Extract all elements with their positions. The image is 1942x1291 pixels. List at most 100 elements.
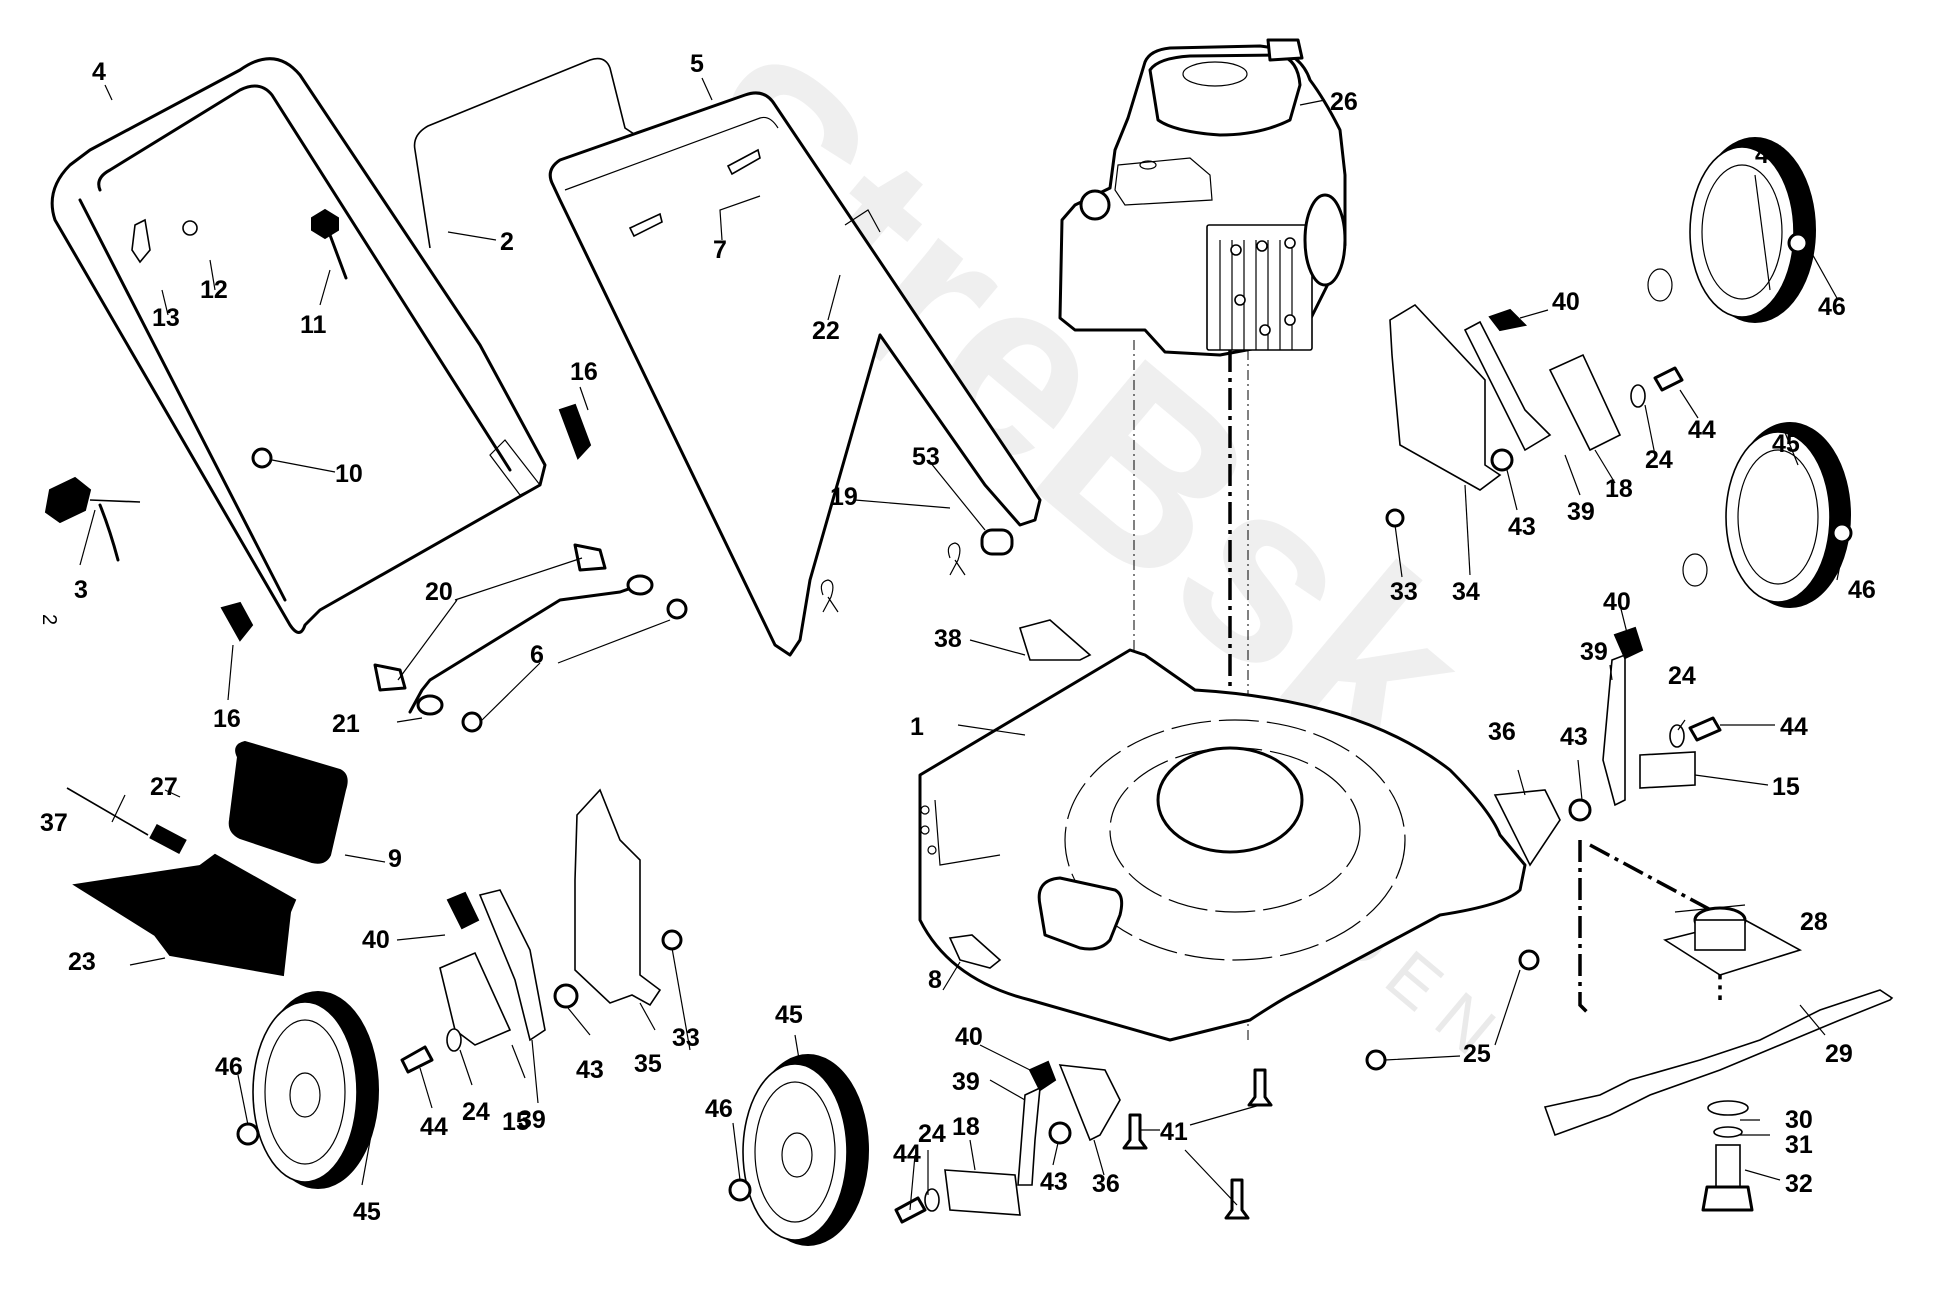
wheel-nut-46-rrb[interactable] (1831, 522, 1853, 544)
callout-5[interactable]: 5 (690, 50, 704, 78)
callout-46-rrb[interactable]: 46 (1848, 576, 1876, 604)
callout-46-rl[interactable]: 46 (215, 1053, 243, 1081)
callout-4[interactable]: 4 (92, 58, 106, 86)
callout-33-right[interactable]: 33 (1390, 578, 1418, 606)
blade-adapter[interactable] (1662, 906, 1803, 976)
adjuster-plate-36-left[interactable] (1058, 1064, 1121, 1142)
wheel-bracket-18-left[interactable] (944, 1169, 1021, 1216)
callout-18-right[interactable]: 18 (1605, 475, 1633, 503)
cable-tie[interactable] (844, 209, 881, 233)
lever-grip-40-rf[interactable] (1613, 626, 1644, 660)
callout-44-fl[interactable]: 44 (893, 1140, 921, 1168)
wheel-rear-right-bottom[interactable] (1682, 422, 1851, 608)
handle-knob-16-bottom[interactable] (220, 601, 254, 642)
carriage-bolt-7-b[interactable] (628, 212, 663, 238)
deck[interactable] (918, 648, 1527, 1042)
height-adjust-lever-39-fl[interactable] (1017, 1086, 1041, 1186)
callout-40-fl[interactable]: 40 (955, 1023, 983, 1051)
callout-45-rl[interactable]: 45 (353, 1198, 381, 1226)
callout-44-left[interactable]: 44 (420, 1113, 448, 1141)
wheel-rear-right-top[interactable] (1647, 137, 1816, 323)
wheel-front-left[interactable] (742, 1054, 869, 1246)
nut-25-a[interactable] (1365, 1049, 1387, 1071)
callout-15-left[interactable]: 15 (502, 1108, 530, 1136)
callout-25[interactable]: 25 (1463, 1040, 1491, 1068)
callout-39-rf[interactable]: 39 (1580, 638, 1608, 666)
engine-bolt-41-c[interactable] (1224, 1178, 1250, 1220)
callout-45-rrb[interactable]: 45 (1772, 430, 1800, 458)
callout-24-fl[interactable]: 24 (918, 1120, 946, 1148)
adjuster-plate-36-right[interactable] (1493, 789, 1561, 867)
callout-40-rf[interactable]: 40 (1603, 588, 1631, 616)
nut-25-b[interactable] (1518, 949, 1540, 971)
callout-45-fl[interactable]: 45 (775, 1001, 803, 1029)
callout-36-left[interactable]: 36 (1092, 1170, 1120, 1198)
nut-33-left[interactable] (661, 929, 683, 951)
callout-32[interactable]: 32 (1785, 1170, 1813, 1198)
wheel-rear-left[interactable] (252, 991, 379, 1189)
callout-38[interactable]: 38 (934, 625, 962, 653)
handle-knob-16-top[interactable] (558, 403, 592, 460)
callout-18-left[interactable]: 18 (952, 1113, 980, 1141)
callout-36-right[interactable]: 36 (1488, 718, 1516, 746)
engine-bolt-41-a[interactable] (1122, 1113, 1148, 1150)
lock-washer-31[interactable] (1713, 1126, 1743, 1138)
rear-deflector[interactable] (72, 853, 297, 977)
spacer-43-rf[interactable] (1568, 798, 1592, 822)
lever-grip-40-left[interactable] (446, 891, 480, 930)
callout-30[interactable]: 30 (1785, 1106, 1813, 1134)
hairpin-clip-a[interactable] (947, 542, 966, 576)
lever-grip-40-rr[interactable] (1488, 308, 1528, 332)
callout-22[interactable]: 22 (812, 317, 840, 345)
blade[interactable] (1543, 989, 1894, 1137)
callout-24-rr[interactable]: 24 (1645, 446, 1673, 474)
cable-clamp[interactable] (980, 528, 1014, 556)
carriage-bolt-7-a[interactable] (726, 148, 761, 176)
callout-10[interactable]: 10 (335, 460, 363, 488)
washer-24-fl[interactable] (924, 1188, 940, 1212)
wheel-bolt-44-rr[interactable] (1653, 366, 1684, 392)
rear-door[interactable] (228, 740, 348, 864)
nut-10[interactable] (251, 447, 273, 469)
callout-23[interactable]: 23 (68, 948, 96, 976)
callout-1[interactable]: 1 (910, 713, 924, 741)
washer-30[interactable] (1707, 1100, 1749, 1116)
callout-6[interactable]: 6 (530, 641, 544, 669)
washer-24-rr[interactable] (1630, 384, 1646, 408)
callout-41[interactable]: 41 (1160, 1118, 1188, 1146)
callout-2[interactable]: 2 (500, 228, 514, 256)
deck-bracket[interactable] (948, 934, 1002, 969)
washer-24-rf[interactable] (1669, 724, 1685, 748)
callout-39-fl[interactable]: 39 (952, 1068, 980, 1096)
screw[interactable] (182, 220, 198, 236)
callout-29[interactable]: 29 (1825, 1040, 1853, 1068)
callout-3[interactable]: 3 (74, 576, 88, 604)
callout-35[interactable]: 35 (634, 1050, 662, 1078)
adjuster-plate-34[interactable] (1389, 303, 1502, 491)
callout-44-rr[interactable]: 44 (1688, 416, 1716, 444)
wheel-bolt-44-rf[interactable] (1688, 716, 1722, 742)
nut-6-b[interactable] (666, 598, 688, 620)
callout-39-rr[interactable]: 39 (1567, 498, 1595, 526)
height-adjust-lever-39-rr[interactable] (1463, 320, 1552, 452)
rod[interactable] (66, 787, 149, 836)
blade-bolt[interactable] (1701, 1144, 1754, 1212)
lever-grip-40-fl[interactable] (1028, 1060, 1057, 1092)
height-adjust-lever-39-rf[interactable] (1602, 653, 1626, 807)
handle-knob-3[interactable] (44, 476, 141, 562)
lower-handle[interactable] (548, 91, 1042, 657)
spacer-43-left[interactable] (553, 983, 579, 1009)
callout-34[interactable]: 34 (1452, 578, 1480, 606)
wheel-bracket-15-right[interactable] (1639, 751, 1696, 789)
engine-bolt-41-b[interactable] (1247, 1068, 1273, 1107)
spring[interactable] (149, 823, 187, 855)
callout-43-rr[interactable]: 43 (1508, 513, 1536, 541)
callout-33-left[interactable]: 33 (672, 1024, 700, 1052)
shoulder-bolt-20-a[interactable] (373, 663, 407, 692)
callout-43-rf[interactable]: 43 (1560, 723, 1588, 751)
nut-33-rr[interactable] (1385, 508, 1405, 528)
wheel-nut-46-rl[interactable] (236, 1122, 260, 1146)
callout-7[interactable]: 7 (713, 236, 727, 264)
wheel-bracket-15-left[interactable] (439, 951, 512, 1046)
engine[interactable] (1058, 38, 1347, 357)
